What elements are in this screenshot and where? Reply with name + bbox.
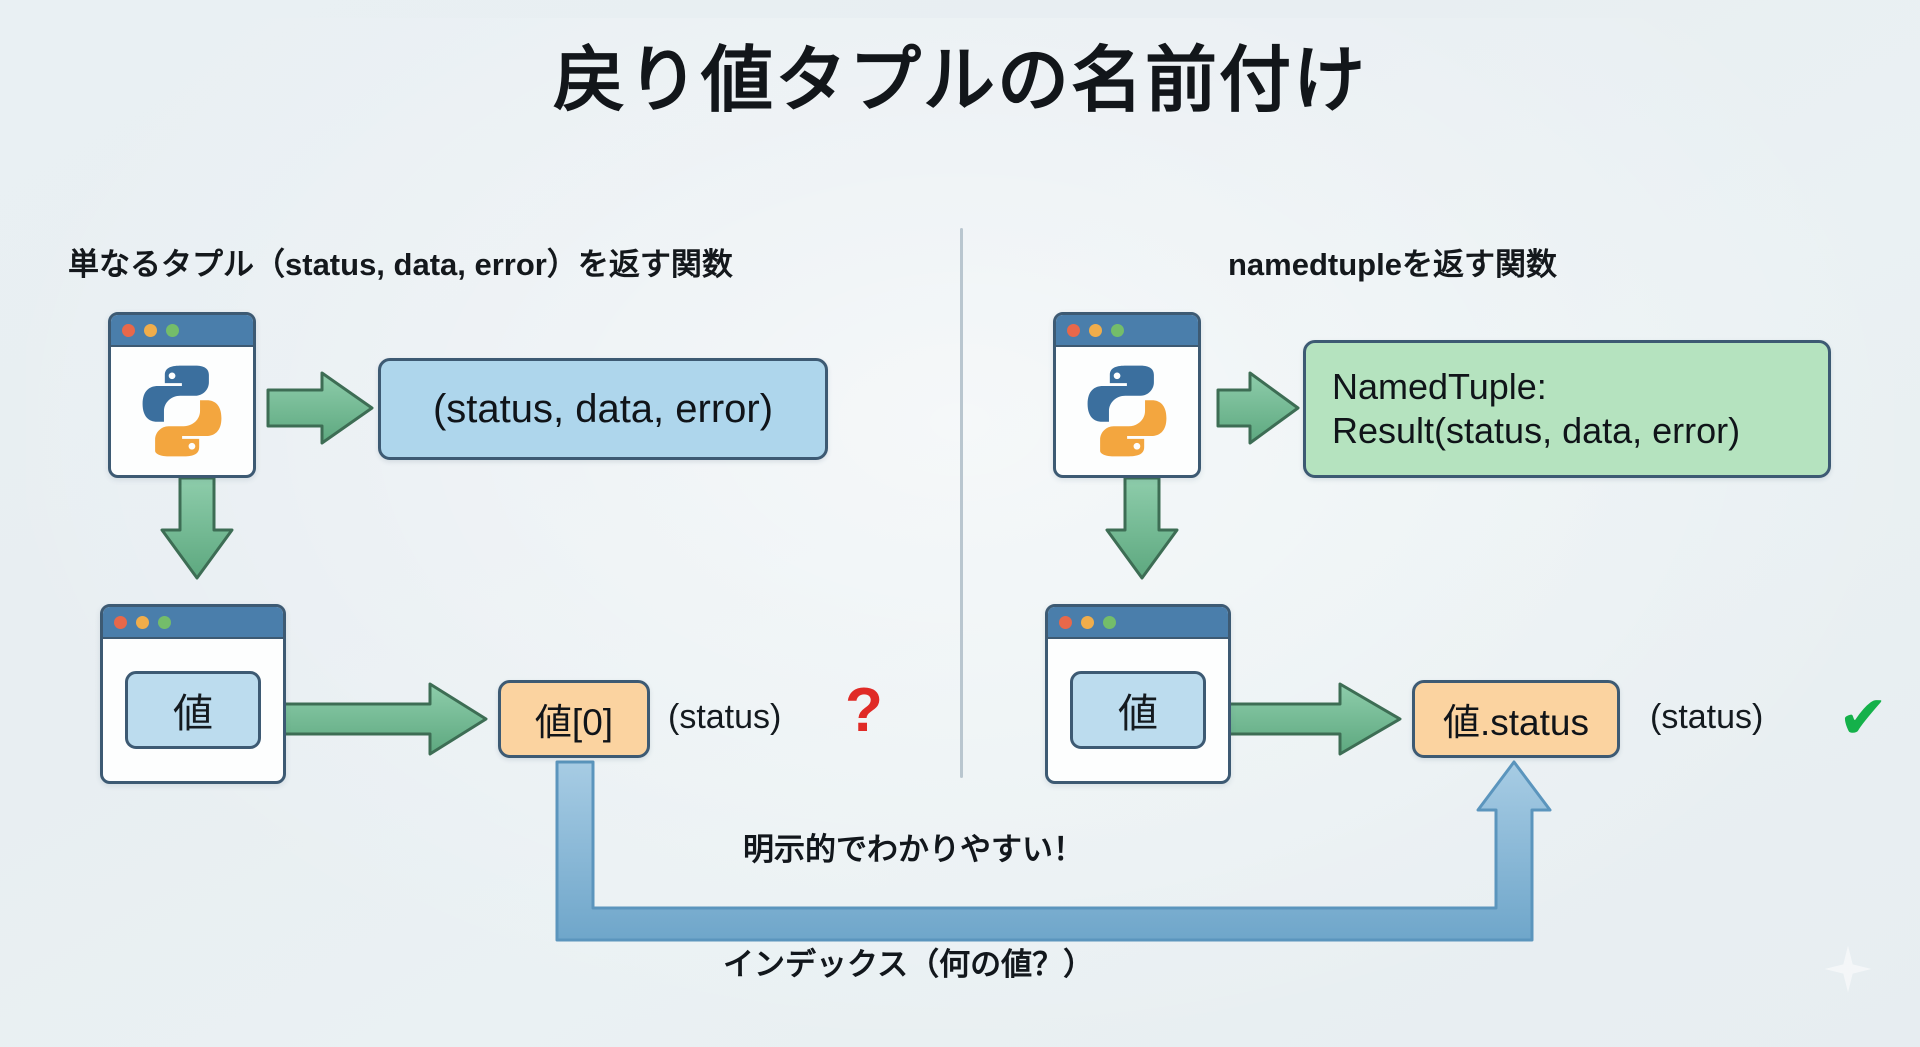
- arrow-right-function-to-value: [1105, 476, 1179, 580]
- maximize-dot-icon: [1103, 615, 1116, 629]
- window-body: [111, 347, 253, 475]
- right-function-window: [1053, 312, 1201, 478]
- check-mark-icon: ✔: [1838, 684, 1889, 751]
- left-value-label: 値: [125, 671, 261, 749]
- column-divider: [960, 228, 963, 778]
- right-access-annotation: (status): [1650, 698, 1764, 736]
- window-titlebar: [1048, 607, 1228, 639]
- minimize-dot-icon: [144, 323, 157, 337]
- question-mark-icon: ?: [845, 676, 883, 745]
- right-value-label: 値: [1070, 671, 1206, 749]
- window-titlebar: [103, 607, 283, 639]
- close-dot-icon: [1067, 323, 1080, 337]
- left-function-window: [108, 312, 256, 478]
- minimize-dot-icon: [1081, 615, 1094, 629]
- right-value-window: 値: [1045, 604, 1231, 784]
- maximize-dot-icon: [166, 323, 179, 337]
- left-index-access-box: 値[0]: [498, 680, 650, 758]
- caption-index: インデックス（何の値？）: [723, 947, 1095, 982]
- window-titlebar: [1056, 315, 1198, 347]
- left-column-heading: 単なるタプル（status, data, error）を返す関数: [68, 247, 733, 282]
- close-dot-icon: [122, 323, 135, 337]
- page-title: 戻り値タプルの名前付け: [552, 41, 1367, 121]
- left-tuple-result-box: (status, data, error): [378, 358, 828, 460]
- minimize-dot-icon: [136, 615, 149, 629]
- right-column-heading: namedtupleを返す関数: [1228, 247, 1557, 282]
- namedtuple-line-2: Result(status, data, error): [1332, 410, 1741, 451]
- window-body: 値: [1048, 639, 1228, 781]
- close-dot-icon: [1059, 615, 1072, 629]
- arrow-left-value-to-index: [270, 682, 488, 756]
- python-logo-icon: [1087, 365, 1167, 457]
- minimize-dot-icon: [1089, 323, 1102, 337]
- maximize-dot-icon: [158, 615, 171, 629]
- left-access-annotation: (status): [668, 698, 782, 736]
- arrow-right-value-to-attr: [1213, 682, 1402, 756]
- right-namedtuple-result-box: NamedTuple: Result(status, data, error): [1303, 340, 1831, 478]
- window-body: [1056, 347, 1198, 475]
- window-body: 値: [103, 639, 283, 781]
- close-dot-icon: [114, 615, 127, 629]
- arrow-left-function-to-value: [160, 476, 234, 580]
- window-titlebar: [111, 315, 253, 347]
- python-logo-icon: [142, 365, 222, 457]
- arrow-right-function-to-namedtuple: [1216, 371, 1300, 445]
- left-value-window: 値: [100, 604, 286, 784]
- right-attribute-access-box: 値.status: [1412, 680, 1620, 758]
- caption-explicit: 明示的でわかりやすい！: [743, 832, 1084, 867]
- sparkle-icon: [1824, 945, 1872, 993]
- arrow-left-function-to-tuple: [266, 371, 374, 445]
- maximize-dot-icon: [1111, 323, 1124, 337]
- namedtuple-line-1: NamedTuple:: [1332, 366, 1547, 408]
